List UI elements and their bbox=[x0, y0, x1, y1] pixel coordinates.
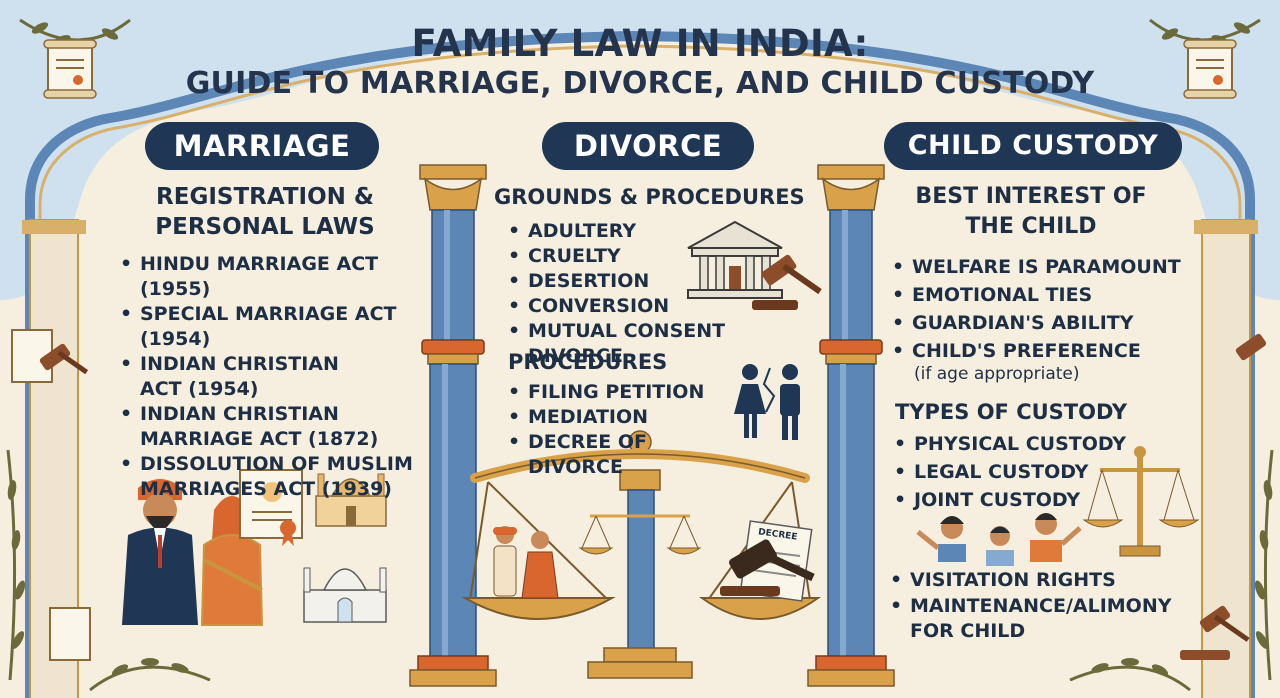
procedures-title: PROCEDURES bbox=[508, 350, 668, 374]
page-title: FAMILY LAW IN INDIA: bbox=[411, 22, 869, 65]
list-item: FILING PETITION bbox=[506, 380, 746, 405]
list-item: DESERTION bbox=[506, 269, 826, 294]
list-item: MEDIATION bbox=[506, 405, 746, 430]
gavel-icon bbox=[39, 333, 1267, 660]
divorce-subtitle: GROUNDS & PROCEDURES bbox=[494, 185, 805, 209]
decree-document-icon bbox=[720, 520, 815, 602]
scroll-icon bbox=[11, 39, 1237, 661]
list-item: DISSOLUTION OF MUSLIM MARRIAGES ACT (193… bbox=[118, 452, 418, 502]
custody-subtitle-line1: BEST INTEREST OF bbox=[915, 184, 1147, 209]
pillar-right bbox=[807, 164, 895, 687]
list-item: INDIAN CHRISTIAN ACT (1954) bbox=[118, 352, 340, 402]
divorce-grounds-list: ADULTERY CRUELTY DESERTION CONVERSION MU… bbox=[506, 219, 826, 369]
custody-extra-list: VISITATION RIGHTS MAINTENANCE/ALIMONY FO… bbox=[888, 566, 1188, 644]
pillar-left bbox=[409, 164, 497, 687]
preference-note: (if age appropriate) bbox=[914, 364, 1080, 384]
list-item: PHYSICAL CUSTODY bbox=[892, 430, 1152, 458]
custody-subtitle: BEST INTEREST OF THE CHILD bbox=[900, 182, 1162, 242]
list-item: CRUELTY bbox=[506, 244, 826, 269]
list-item: INDIAN CHRISTIAN MARRIAGE ACT (1872) bbox=[118, 402, 380, 452]
children-icon bbox=[916, 513, 1082, 566]
list-item: CHILD'S PREFERENCE bbox=[890, 337, 1190, 365]
couple-small-icon bbox=[493, 526, 559, 599]
list-item: MUTUAL CONSENT DIVORCE bbox=[506, 319, 826, 369]
custody-types-title: TYPES OF CUSTODY bbox=[895, 400, 1128, 424]
marriage-heading: MARRIAGE bbox=[145, 122, 379, 170]
custody-factors-list: WELFARE IS PARAMOUNT EMOTIONAL TIES GUAR… bbox=[890, 253, 1190, 365]
page-subtitle: GUIDE TO MARRIAGE, DIVORCE, AND CHILD CU… bbox=[185, 66, 1095, 101]
list-item: LEGAL CUSTODY bbox=[892, 458, 1152, 486]
list-item: ADULTERY bbox=[506, 219, 826, 244]
custody-types-list: PHYSICAL CUSTODY LEGAL CUSTODY JOINT CUS… bbox=[892, 430, 1152, 514]
marriage-subtitle-line1: REGISTRATION & bbox=[156, 184, 374, 210]
custody-subtitle-line2: THE CHILD bbox=[965, 214, 1097, 239]
list-item: MAINTENANCE/ALIMONY FOR CHILD bbox=[888, 594, 1172, 644]
couple-icon bbox=[122, 479, 264, 626]
marriage-acts-list: HINDU MARRIAGE ACT (1955) SPECIAL MARRIA… bbox=[118, 252, 418, 502]
divorce-procedures-list: FILING PETITION MEDIATION DECREE OF DIVO… bbox=[506, 380, 746, 480]
list-item: SPECIAL MARRIAGE ACT (1954) bbox=[118, 302, 418, 352]
taj-mahal-icon bbox=[303, 567, 387, 623]
divorce-heading: DIVORCE bbox=[542, 122, 754, 170]
child-custody-heading: CHILD CUSTODY bbox=[884, 122, 1182, 170]
list-item: VISITATION RIGHTS bbox=[888, 566, 1188, 594]
list-item: CONVERSION bbox=[506, 294, 826, 319]
list-item: DECREE OF DIVORCE bbox=[506, 430, 746, 480]
list-item: GUARDIAN'S ABILITY bbox=[890, 309, 1190, 337]
list-item: JOINT CUSTODY bbox=[892, 486, 1152, 514]
marriage-subtitle: REGISTRATION & PERSONAL LAWS bbox=[140, 182, 390, 242]
marriage-subtitle-line2: PERSONAL LAWS bbox=[155, 214, 375, 240]
list-item: EMOTIONAL TIES bbox=[890, 281, 1190, 309]
list-item: HINDU MARRIAGE ACT (1955) bbox=[118, 252, 418, 302]
list-item: WELFARE IS PARAMOUNT bbox=[890, 253, 1190, 281]
